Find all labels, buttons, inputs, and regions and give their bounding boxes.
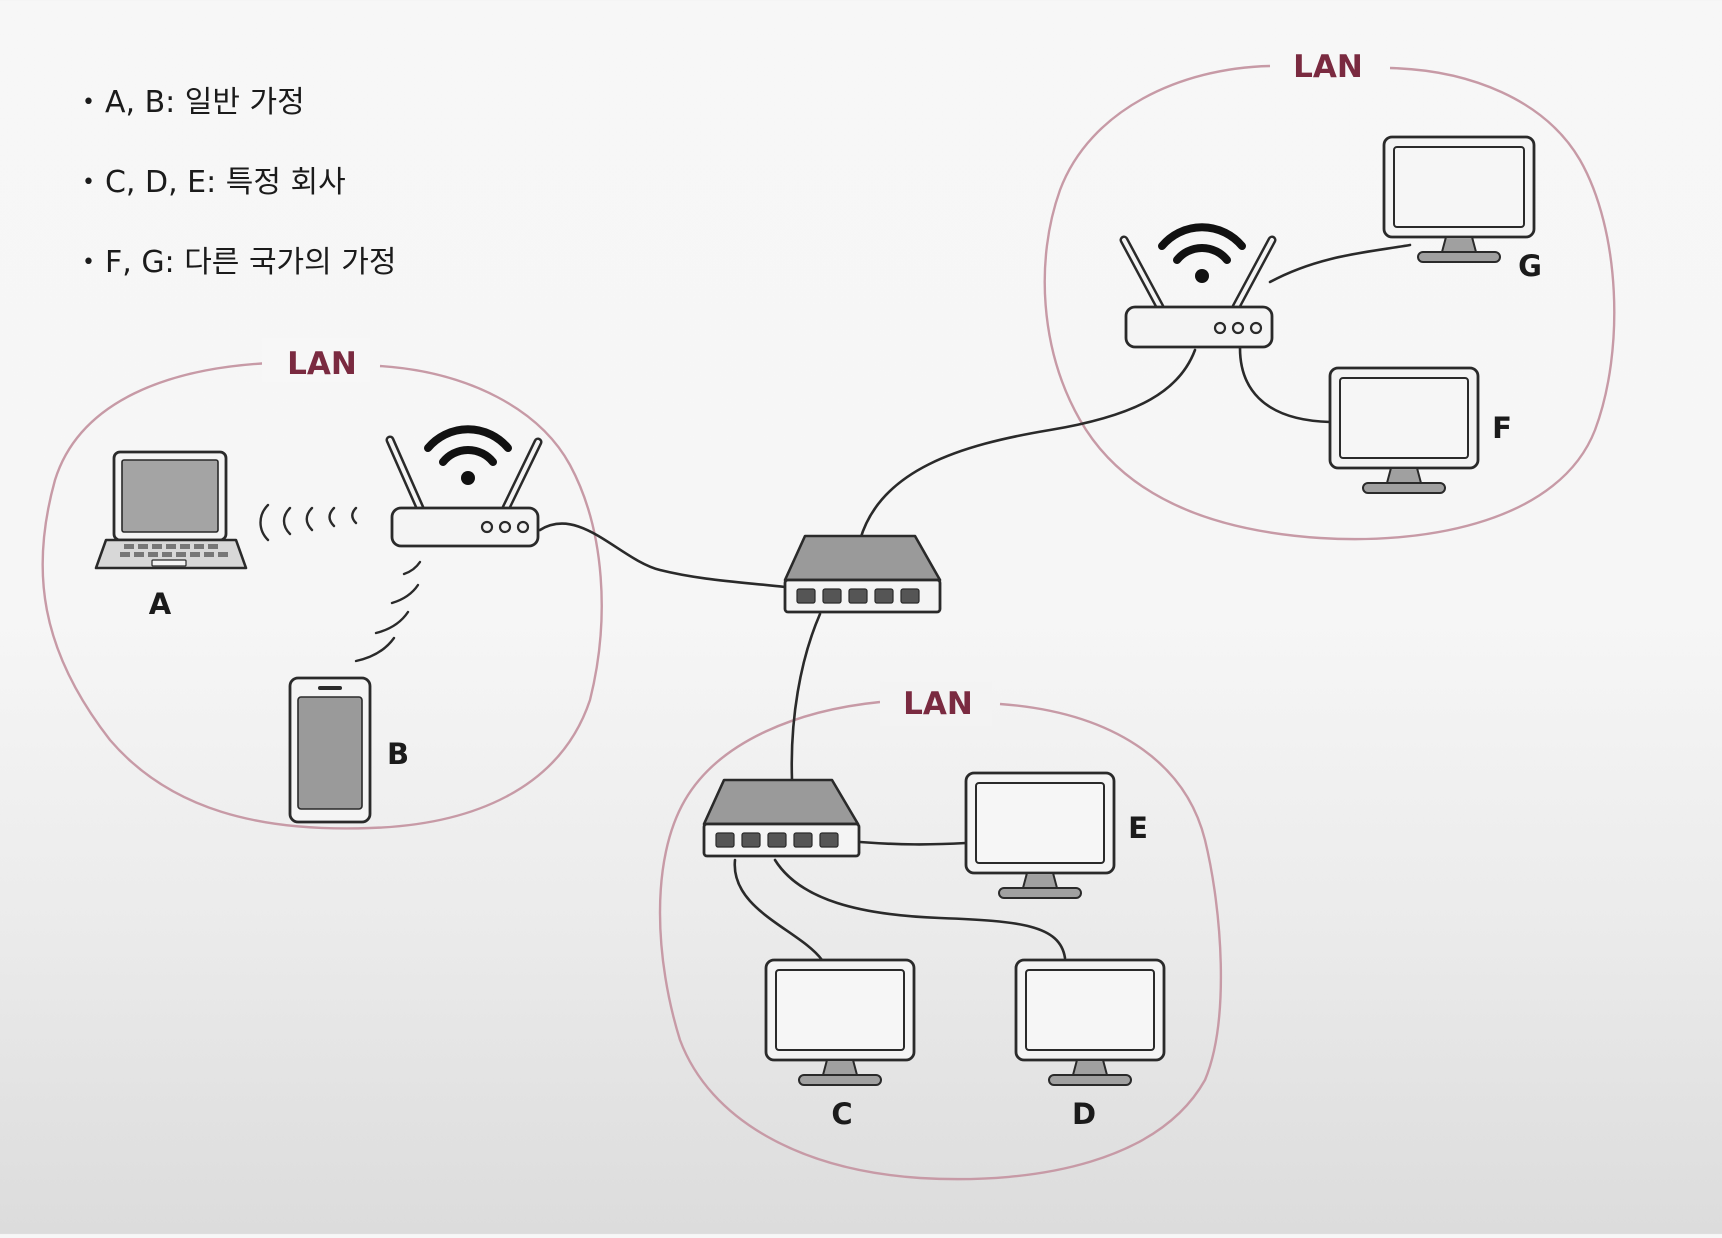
monitor-icon <box>764 958 916 1086</box>
network-switch-company <box>702 778 861 858</box>
monitor-icon <box>1382 135 1536 263</box>
lan-label-bg <box>880 682 992 726</box>
device-label-g: G <box>1518 249 1542 283</box>
lan-boundary-company: LAN <box>658 682 1223 1181</box>
device-label-c: C <box>831 1097 852 1131</box>
cable-router-a-to-center-switch <box>538 522 787 589</box>
lan-label: LAN <box>287 346 357 382</box>
cable-lan-switch-to-pc-c <box>733 858 824 962</box>
monitor-icon <box>1328 366 1480 494</box>
legend-item-label: A, B: 일반 가정 <box>104 85 305 120</box>
device-label-f: F <box>1492 411 1512 445</box>
wifi-icon <box>1158 223 1246 264</box>
cable-center-switch-to-router-g <box>858 348 1197 542</box>
cable-lan-switch-to-pc-d <box>773 858 1067 960</box>
wifi-router-foreign <box>1119 223 1277 349</box>
legend-item-label: F, G: 다른 국가의 가정 <box>104 245 397 280</box>
legend-item-label: C, D, E: 특정 회사 <box>104 165 346 200</box>
smartphone-icon <box>288 676 372 824</box>
lan-label-bg <box>1275 44 1385 88</box>
device-label-b: B <box>387 737 409 771</box>
legend-item-home: • A, B: 일반 가정 <box>82 78 396 158</box>
cable-router-g-to-pc-f <box>1238 346 1332 424</box>
wifi-icon <box>424 425 512 466</box>
wifi-router-home <box>385 425 543 548</box>
wifi-signal-waves-to-b <box>354 560 422 663</box>
bullet: • <box>82 250 95 275</box>
device-label-a: A <box>149 587 172 621</box>
lan-label: LAN <box>903 686 973 722</box>
cable-router-g-to-pc-g <box>1268 243 1412 284</box>
bullet: • <box>82 90 95 115</box>
lan-label-bg <box>262 338 370 382</box>
laptop-icon <box>94 450 248 570</box>
device-label-e: E <box>1128 811 1148 845</box>
monitor-icon <box>964 771 1116 899</box>
bullet: • <box>82 170 95 195</box>
monitor-icon <box>1014 958 1166 1086</box>
lan-boundary-foreign: LAN <box>1043 44 1616 541</box>
cables <box>538 243 1412 962</box>
legend-item-foreign-home: • F, G: 다른 국가의 가정 <box>82 238 396 318</box>
wifi-signal-waves-to-a <box>259 503 358 542</box>
cable-center-switch-to-lan-switch <box>790 612 822 782</box>
device-label-d: D <box>1072 1097 1096 1131</box>
legend-item-company: • C, D, E: 특정 회사 <box>82 158 396 238</box>
legend: • A, B: 일반 가정 • C, D, E: 특정 회사 • F, G: 다른 국… <box>82 78 396 318</box>
lan-boundary-home: LAN <box>41 338 603 830</box>
cable-lan-switch-to-pc-e <box>858 840 968 846</box>
lan-label: LAN <box>1293 49 1363 85</box>
network-switch-center <box>783 534 942 614</box>
